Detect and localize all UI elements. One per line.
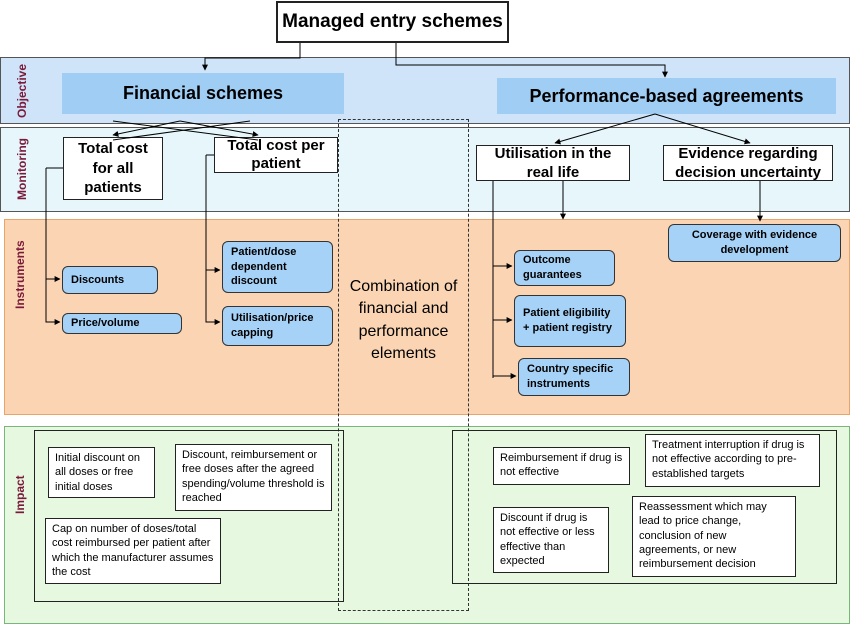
title-box: Managed entry schemes bbox=[276, 1, 509, 43]
line-totalper-capping bbox=[205, 270, 221, 325]
arrow-title-performance bbox=[395, 43, 668, 78]
patient-dose-discount-instrument: Patient/dose dependent discount bbox=[222, 241, 333, 293]
utilisation-capping-instrument: Utilisation/price capping bbox=[222, 306, 333, 346]
arrow-financial-totalall bbox=[112, 120, 181, 137]
arrow-cross-1 bbox=[112, 120, 259, 141]
price-volume-instrument: Price/volume bbox=[62, 313, 182, 334]
arrow-cross-2 bbox=[112, 120, 251, 141]
combination-dashed-column bbox=[338, 119, 469, 611]
arrow-title-financial bbox=[202, 43, 301, 71]
line-totalper-patientdose bbox=[205, 155, 221, 273]
reassessment-impact: Reassessment which may lead to price cha… bbox=[632, 496, 796, 577]
discount-reimbursement-impact: Discount, reimbursement or free doses af… bbox=[175, 444, 332, 511]
country-specific-instrument: Country specific instruments bbox=[518, 358, 630, 396]
arrow-financial-totalper bbox=[179, 120, 259, 137]
reimbursement-not-effective-impact: Reimbursement if drug is not effective bbox=[493, 447, 630, 485]
treatment-interruption-impact: Treatment interruption if drug is not ef… bbox=[645, 434, 820, 487]
performance-agreements-header: Performance-based agreements bbox=[497, 78, 836, 114]
line-totalall-pricevolume bbox=[45, 279, 61, 325]
total-cost-per-patient-box: Total cost per patient bbox=[214, 137, 338, 173]
cap-doses-impact: Cap on number of doses/total cost reimbu… bbox=[45, 518, 221, 584]
impact-financial-panel bbox=[34, 430, 344, 602]
utilisation-real-life-box: Utilisation in the real life bbox=[476, 145, 630, 181]
outcome-guarantees-instrument: Outcome guarantees bbox=[514, 250, 615, 286]
financial-schemes-header: Financial schemes bbox=[62, 73, 344, 114]
coverage-evidence-instrument: Coverage with evidence development bbox=[668, 224, 841, 262]
initial-discount-impact: Initial discount on all doses or free in… bbox=[48, 447, 155, 498]
arrow-perf-utilisation bbox=[554, 113, 656, 145]
patient-eligibility-instrument: Patient eligibility + patient registry bbox=[514, 295, 626, 347]
discounts-instrument: Discounts bbox=[62, 266, 158, 294]
combination-label: Combination of financial and performance… bbox=[349, 278, 458, 363]
evidence-uncertainty-box: Evidence regarding decision uncertainty bbox=[663, 145, 833, 181]
total-cost-all-patients-box: Total cost for all patients bbox=[63, 137, 163, 200]
line-totalall-discounts bbox=[45, 168, 61, 282]
arrow-perf-evidence bbox=[654, 113, 751, 145]
discount-not-effective-impact: Discount if drug is not effective or les… bbox=[493, 507, 609, 573]
impact-performance-panel bbox=[452, 430, 837, 584]
